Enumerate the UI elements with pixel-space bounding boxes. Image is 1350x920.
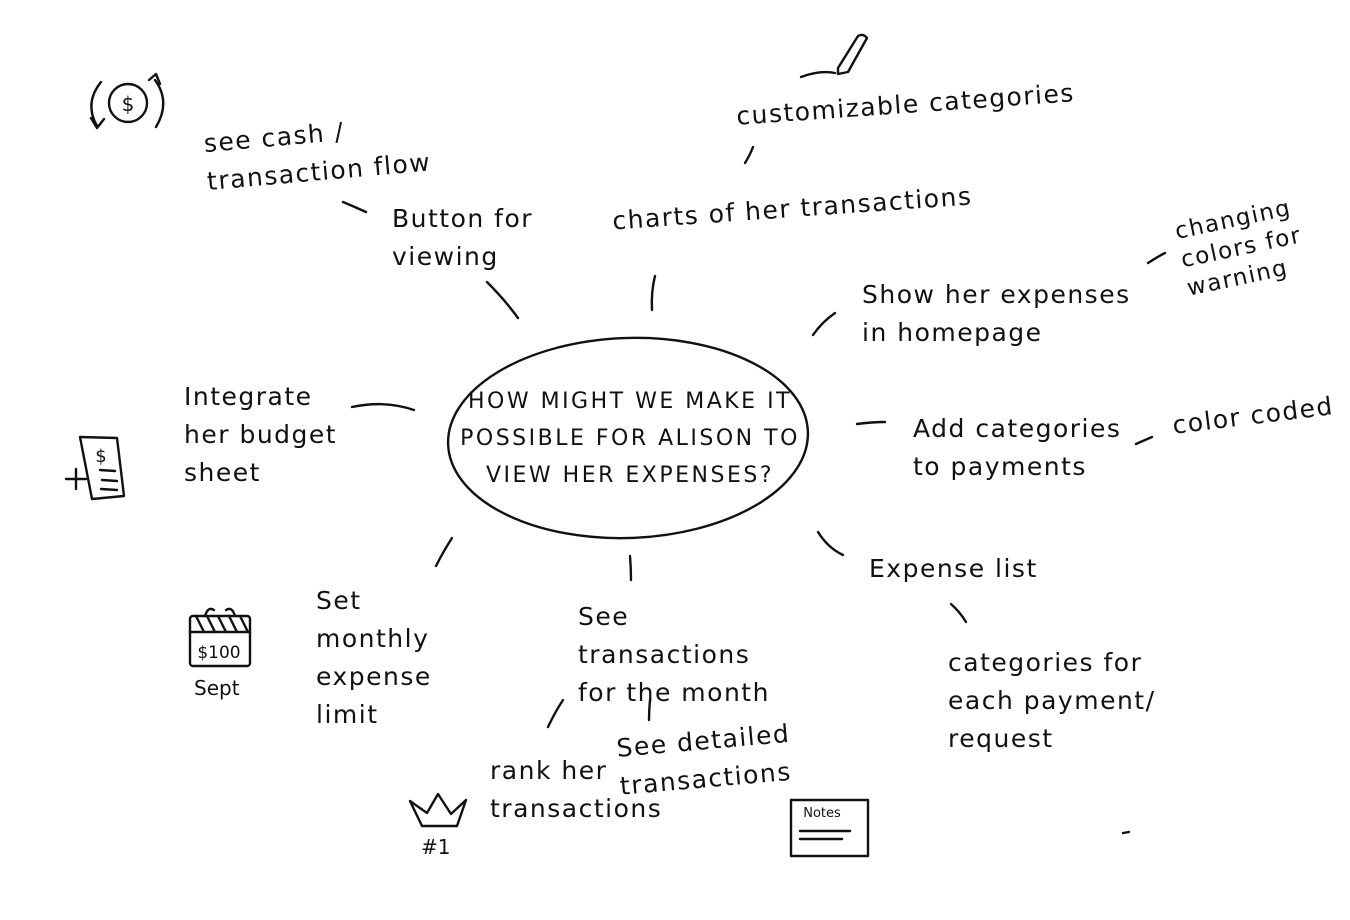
pencil-icon [799, 33, 869, 79]
central-question-text: HOW MIGHT WE MAKE IT POSSIBLE FOR ALISON… [460, 388, 800, 488]
idea-add-categories: Add categories to payments [913, 414, 1122, 481]
notes-title: Notes [803, 806, 841, 821]
notes-icon: Notes [789, 798, 870, 858]
idea-set-limit: Set monthly expense limit [316, 586, 432, 729]
stray-mark [1121, 830, 1131, 835]
idea-see-transactions: See transactions for the month [578, 602, 770, 707]
money-cycle-icon: $ [89, 72, 165, 130]
calendar-month-label: Sept [194, 676, 240, 700]
idea-categories-each: categories for each payment/ request [948, 648, 1156, 753]
calendar-icon: $100 [188, 607, 252, 668]
center-ellipse [446, 336, 810, 540]
money-symbol: $ [122, 92, 135, 116]
calendar-amount: $100 [197, 643, 240, 663]
budget-symbol: $ [95, 446, 106, 467]
connector-lines [341, 145, 1167, 729]
central-question: HOW MIGHT WE MAKE IT POSSIBLE FOR ALISON… [452, 340, 808, 536]
rank-number-label: #1 [421, 835, 451, 859]
idea-show-expenses: Show her expenses in homepage [862, 280, 1131, 347]
idea-rank-transactions: rank her transactions [490, 756, 663, 823]
idea-button-viewing: Button for viewing [392, 204, 534, 271]
crown-icon [408, 792, 468, 828]
idea-expense-list: Expense list [869, 554, 1038, 583]
idea-integrate-budget: Integrate her budget sheet [184, 382, 338, 487]
budget-sheet-icon: $ [64, 435, 126, 501]
